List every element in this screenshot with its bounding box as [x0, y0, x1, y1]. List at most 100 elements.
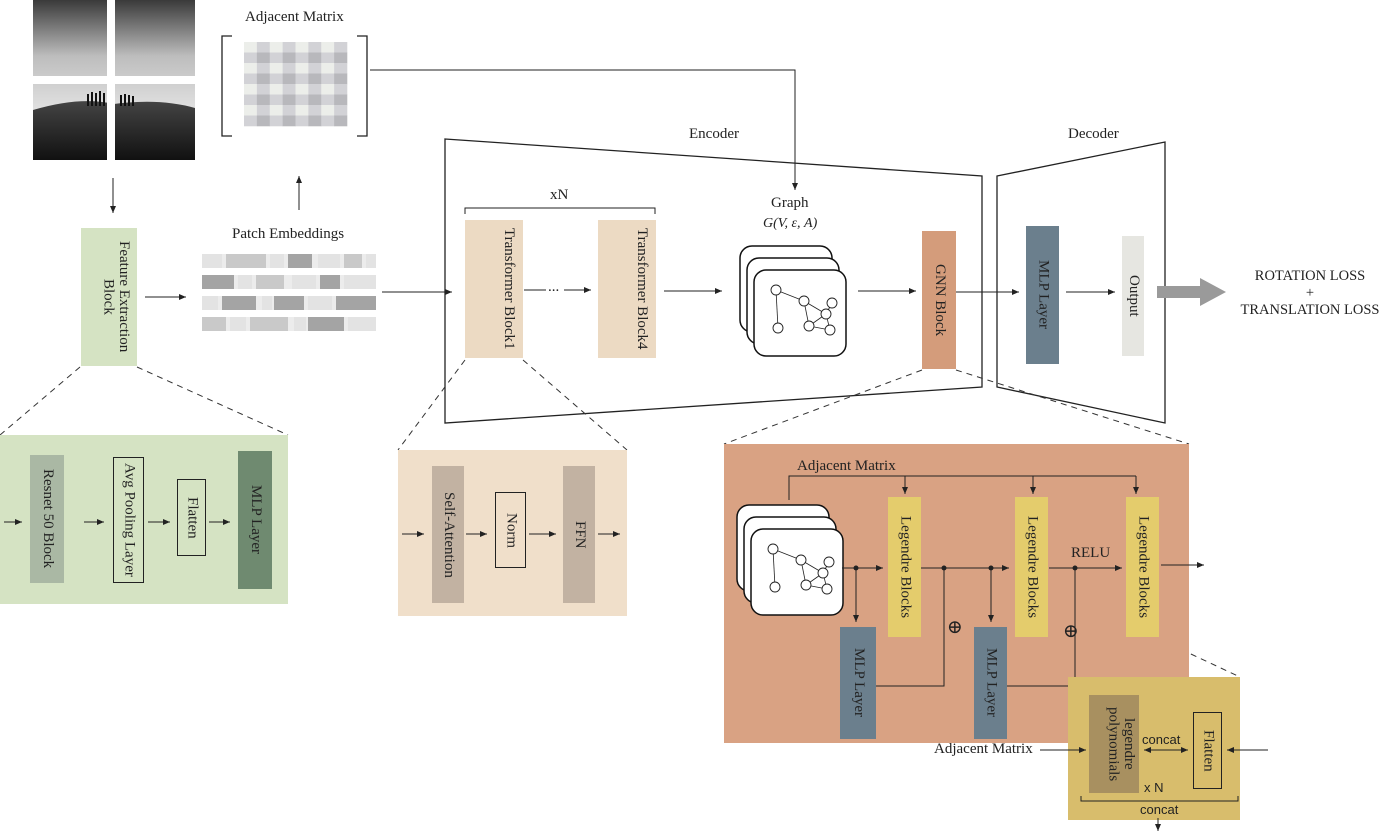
matrix-cell	[244, 84, 258, 95]
legendre-polynomials-label: legendre polynomials	[1105, 706, 1137, 782]
matrix-cell	[295, 94, 309, 106]
matrix-cell	[295, 115, 309, 127]
legendre-block-2-label: Legendre Blocks	[1024, 515, 1041, 619]
encoder-frame	[444, 138, 983, 424]
patch-segment	[230, 317, 246, 331]
legendre-flatten-block: Flatten	[1193, 712, 1222, 789]
adjacent-matrix-label: Adjacent Matrix	[245, 9, 344, 25]
patch-segment	[226, 254, 266, 268]
matrix-cell	[256, 42, 271, 53]
legendre-block-2: Legendre Blocks	[1015, 497, 1048, 637]
flatten-label: Flatten	[184, 496, 201, 539]
output-label: Output	[1125, 275, 1142, 317]
patch-segment	[274, 296, 304, 310]
loss-arrow	[1157, 278, 1226, 306]
matrix-cell	[308, 52, 322, 64]
decoder-mlp-label: MLP Layer	[1035, 260, 1052, 330]
graph-node	[800, 579, 812, 591]
matrix-cell	[321, 115, 335, 127]
feature-mlp-label: MLP Layer	[247, 485, 264, 555]
adjacent-matrix-grid	[244, 42, 348, 127]
matrix-cell	[244, 94, 258, 106]
matrix-cell	[244, 42, 258, 53]
gnn-mlp-layer-2: MLP Layer	[974, 627, 1007, 739]
patch-segment	[320, 275, 340, 289]
self-attention-label: Self-Attention	[440, 491, 457, 578]
transformer-block-4-label: Transformer Block4	[634, 228, 650, 350]
matrix-cell	[256, 94, 271, 106]
patch-embeddings-label: Patch Embeddings	[232, 226, 345, 242]
matrix-cell	[334, 115, 348, 127]
encoder-title: Encoder	[689, 126, 739, 142]
matrix-cell	[334, 63, 348, 74]
matrix-cell	[269, 94, 283, 106]
matrix-cell	[244, 63, 258, 74]
graph-card	[753, 269, 847, 357]
graph-node	[770, 284, 782, 296]
decoder-frame	[996, 141, 1166, 424]
matrix-cell	[282, 105, 296, 116]
resnet-label: Resnet 50 Block	[39, 469, 56, 569]
graph-node	[821, 583, 833, 595]
matrix-cell	[295, 73, 309, 85]
input-image	[33, 0, 195, 160]
feature-mlp-block: MLP Layer	[238, 451, 272, 589]
matrix-cell	[282, 94, 296, 106]
gnn-adjacent-matrix-label: Adjacent Matrix	[797, 458, 896, 474]
matrix-cell	[256, 105, 271, 116]
matrix-bracket-left	[221, 35, 232, 137]
matrix-cell	[321, 63, 335, 74]
graph-node	[798, 295, 810, 307]
decoder-title: Decoder	[1068, 126, 1119, 142]
norm-label: Norm	[503, 512, 520, 548]
transformer-block-4: Transformer Block4	[598, 220, 656, 358]
patch-segment	[344, 275, 376, 289]
matrix-cell	[321, 42, 335, 53]
norm-block: Norm	[495, 492, 526, 568]
patch-segment	[202, 296, 218, 310]
resnet-block: Resnet 50 Block	[30, 455, 64, 583]
matrix-cell	[269, 52, 283, 64]
patch-segment	[238, 275, 252, 289]
patch-segment	[344, 254, 362, 268]
graph-node	[803, 320, 815, 332]
avg-pooling-block: Avg Pooling Layer	[113, 457, 144, 583]
matrix-bracket-right	[357, 35, 368, 137]
repeat-label: xN	[550, 187, 569, 203]
matrix-cell	[308, 63, 322, 74]
matrix-cell	[282, 73, 296, 85]
graph-node	[769, 581, 781, 593]
matrix-cell	[256, 115, 271, 127]
matrix-cell	[334, 94, 348, 106]
matrix-cell	[295, 52, 309, 64]
matrix-cell	[321, 84, 335, 95]
graph-node	[826, 297, 838, 309]
patch-segment	[348, 317, 376, 331]
graph-node	[820, 308, 832, 320]
matrix-cell	[295, 105, 309, 116]
patch-segment	[308, 317, 344, 331]
matrix-cell	[334, 42, 348, 53]
patch-segment	[222, 296, 256, 310]
matrix-cell	[282, 52, 296, 64]
matrix-cell	[269, 73, 283, 85]
matrix-cell	[321, 94, 335, 106]
matrix-cell	[256, 84, 271, 95]
matrix-cell	[321, 52, 335, 64]
graph-node	[795, 554, 807, 566]
graph-stack-gnn	[736, 504, 844, 616]
oplus-1: ⊕	[947, 617, 963, 638]
feature-extraction-block: Feature Extraction Block	[81, 228, 137, 366]
transformer-block-1: Transformer Block1	[465, 220, 523, 358]
gnn-block: GNN Block	[922, 231, 956, 369]
matrix-cell	[308, 94, 322, 106]
graph-stack-encoder	[739, 245, 847, 357]
matrix-cell	[308, 42, 322, 53]
loss-text: ROTATION LOSS + TRANSLATION LOSS	[1240, 268, 1380, 319]
avg-pooling-label: Avg Pooling Layer	[121, 463, 138, 577]
matrix-cell	[308, 115, 322, 127]
legendre-polynomials-block: legendre polynomials	[1089, 695, 1139, 793]
matrix-cell	[256, 52, 271, 64]
patch-segment	[202, 317, 226, 331]
matrix-cell	[269, 63, 283, 74]
